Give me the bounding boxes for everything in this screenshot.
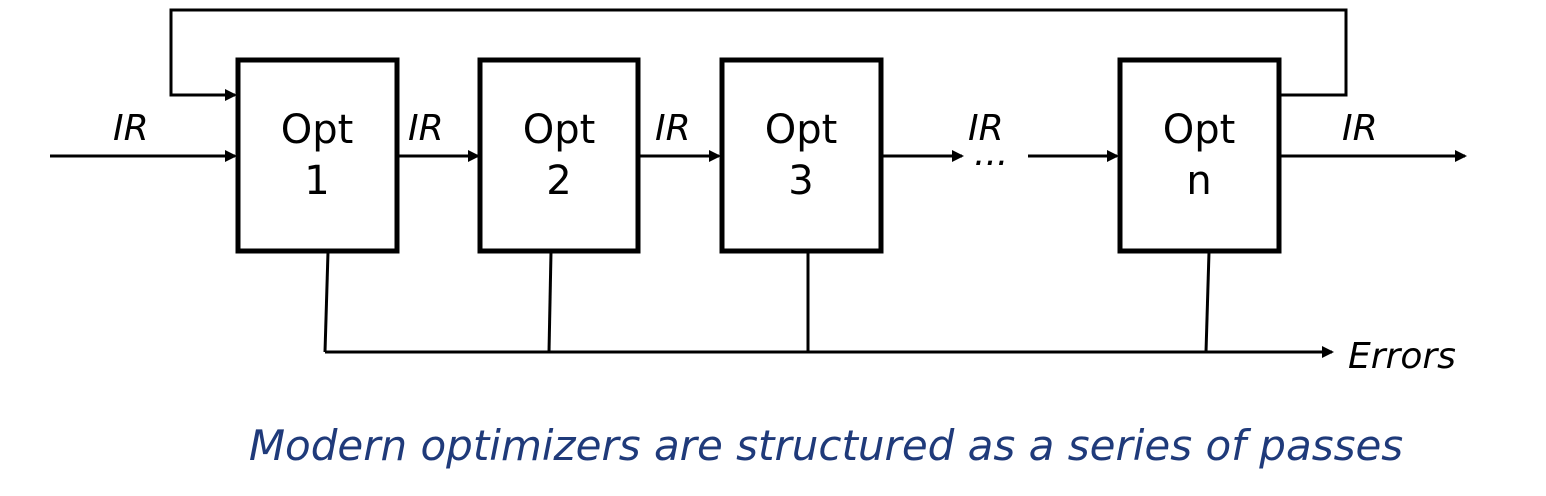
- opt-box-3: Opt 3: [719, 57, 884, 254]
- opt-box-3-number: 3: [788, 158, 813, 204]
- opt-box-2-number: 2: [546, 158, 571, 204]
- opt1-opt2-ir-label: IR: [408, 108, 444, 149]
- feedback-loop-line: [169, 8, 1348, 101]
- opt-box-2-label: Opt: [523, 107, 596, 153]
- diagram-caption: Modern optimizers are structured as a se…: [249, 421, 1403, 470]
- opt-box-3-frame: [719, 57, 884, 254]
- opt3-ellipsis-ir-label: IR: [968, 108, 1004, 149]
- opt2-error-line: [547, 251, 553, 353]
- opt-box-n: Opt n: [1117, 57, 1282, 254]
- input-ir-label: IR: [113, 108, 149, 149]
- opt-box-1-label: Opt: [281, 107, 354, 153]
- optn-error-line: [1204, 251, 1211, 353]
- opt2-opt3-ir-label: IR: [655, 108, 691, 149]
- opt-box-2-frame: [477, 57, 641, 254]
- opt1-error-line: [323, 251, 330, 353]
- errors-label: Errors: [1348, 336, 1456, 377]
- output-ir-label: IR: [1342, 108, 1378, 149]
- opt-box-n-label: Opt: [1163, 107, 1236, 153]
- opt-box-n-frame: [1117, 57, 1282, 254]
- opt-box-n-number: n: [1186, 158, 1211, 204]
- opt-box-1-number: 1: [304, 158, 329, 204]
- opt-box-3-label: Opt: [765, 107, 838, 153]
- opt-box-2: Opt 2: [477, 57, 641, 254]
- opt-box-1: Opt 1: [235, 57, 400, 254]
- opt-box-1-frame: [235, 57, 400, 254]
- ellipsis-label: ...: [974, 133, 1008, 174]
